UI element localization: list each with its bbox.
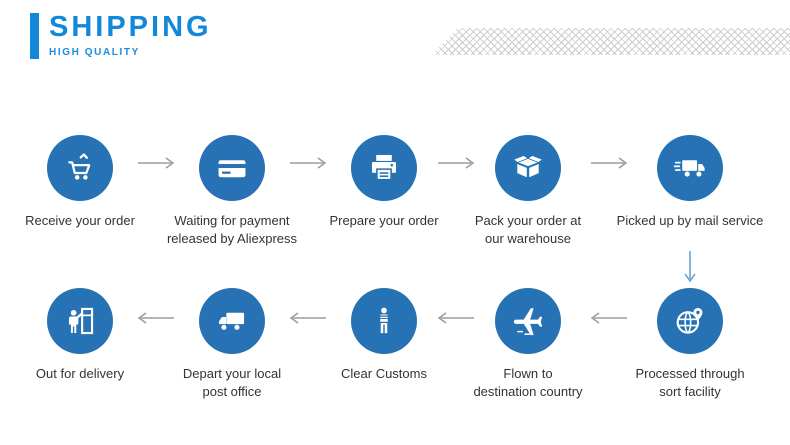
step-pickup-mail: Picked up by mail service: [610, 135, 770, 230]
shopping-cart-icon: [68, 153, 91, 180]
arrow-right-icon: [591, 157, 628, 169]
step-circle: [47, 288, 113, 354]
post-truck-icon: [219, 312, 245, 330]
arrow-left-icon: [289, 312, 326, 324]
step-out-for-delivery: Out for delivery: [0, 288, 160, 383]
step-circle: [351, 135, 417, 201]
arrow-right-icon: [290, 157, 327, 169]
step-label: Pack your order at our warehouse: [474, 213, 582, 247]
step-circle: [351, 288, 417, 354]
header-accent-bar: [30, 13, 39, 59]
arrow-right-icon: [138, 157, 175, 169]
step-circle: [657, 135, 723, 201]
step-label: Picked up by mail service: [616, 213, 764, 228]
step-flown-destination: Flown to destination country: [448, 288, 608, 401]
step-circle: [495, 288, 561, 354]
customs-check-icon: [378, 307, 390, 334]
step-circle: [47, 135, 113, 201]
step-sort-facility: Processed through sort facility: [610, 288, 770, 401]
mail-truck-icon: [673, 160, 705, 177]
arrow-right-icon: [438, 157, 475, 169]
step-label: Processed through sort facility: [635, 366, 745, 400]
step-clear-customs: Clear Customs: [304, 288, 464, 383]
step-circle: [657, 288, 723, 354]
step-label: Receive your order: [25, 213, 135, 228]
step-circle: [199, 135, 265, 201]
arrow-left-icon: [137, 312, 174, 324]
step-label: Clear Customs: [341, 366, 427, 381]
step-label: Depart your local post office: [182, 366, 282, 400]
package-box-icon: [512, 155, 544, 179]
courier-delivery-icon: [68, 307, 94, 335]
arrow-left-icon: [437, 312, 474, 324]
globe-location-icon: [676, 307, 703, 334]
step-depart-post-office: Depart your local post office: [152, 288, 312, 401]
step-receive-order: Receive your order: [0, 135, 160, 230]
step-awaiting-payment: Waiting for payment released by Aliexpre…: [152, 135, 312, 248]
header: SHIPPING HIGH QUALITY: [30, 13, 212, 59]
step-prepare-order: Prepare your order: [304, 135, 464, 230]
page-title: SHIPPING: [49, 11, 212, 43]
step-circle: [199, 288, 265, 354]
step-label: Out for delivery: [35, 366, 125, 381]
hatched-ribbon: [432, 28, 790, 55]
page-subtitle: HIGH QUALITY: [49, 47, 140, 58]
arrow-left-icon: [590, 312, 627, 324]
step-circle: [495, 135, 561, 201]
step-pack-order: Pack your order at our warehouse: [448, 135, 608, 248]
step-label: Prepare your order: [329, 213, 439, 228]
step-label: Waiting for payment released by Aliexpre…: [166, 213, 298, 247]
printer-icon: [371, 154, 397, 181]
step-label: Flown to destination country: [473, 366, 583, 400]
payment-card-icon: [218, 160, 246, 178]
arrow-down-icon: [684, 251, 696, 283]
airplane-icon: [513, 308, 543, 336]
